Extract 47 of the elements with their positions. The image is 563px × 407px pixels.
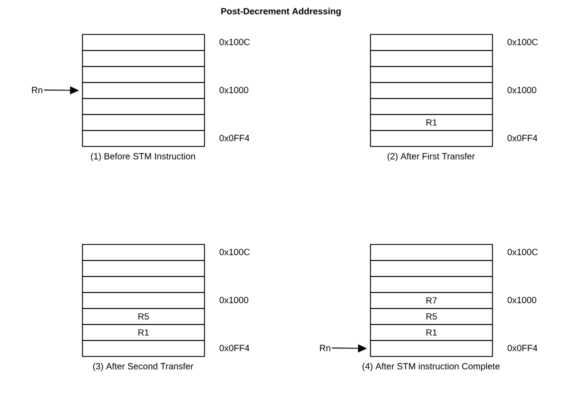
address-label: 0x0FF4 (220, 344, 250, 352)
memory-cell (370, 260, 493, 277)
memory-cell (82, 114, 205, 131)
address-label: 0x1000 (220, 86, 248, 94)
memory-cell (82, 292, 205, 309)
title: Post-Decrement Addressing (221, 8, 341, 16)
memory-cell (82, 244, 205, 261)
caption: (4) After STM instruction Complete (362, 362, 500, 372)
address-label: 0x0FF4 (220, 134, 250, 142)
memory-cell: R1 (82, 324, 205, 341)
address-label: 0x100C (220, 248, 250, 256)
memory-cell (370, 276, 493, 293)
address-label: 0x100C (508, 248, 538, 256)
memory-cell (82, 82, 205, 99)
memory-cell (82, 340, 205, 357)
address-label: 0x1000 (508, 296, 536, 304)
memory-cell (82, 260, 205, 277)
caption: (3) After Second Transfer (93, 362, 194, 372)
memory-cell (82, 34, 205, 51)
caption: (1) Before STM Instruction (91, 152, 195, 162)
caption: (2) After First Transfer (388, 152, 475, 162)
address-label: 0x0FF4 (508, 134, 538, 142)
memory-cell (370, 130, 493, 147)
memory-cell (370, 50, 493, 67)
memory-cell (82, 130, 205, 147)
address-label: 0x0FF4 (508, 344, 538, 352)
pointer-label: Rn (32, 86, 42, 94)
memory-cell: R1 (370, 324, 493, 341)
memory-cell (82, 66, 205, 83)
memory-cell: R7 (370, 292, 493, 309)
memory-cell: R1 (370, 114, 493, 131)
memory-cell (82, 50, 205, 67)
address-label: 0x1000 (508, 86, 536, 94)
memory-cell (370, 340, 493, 357)
memory-cell (370, 34, 493, 51)
pointer-label: Rn (320, 344, 330, 352)
memory-cell: R5 (82, 308, 205, 325)
address-label: 0x1000 (220, 296, 248, 304)
memory-cell (82, 276, 205, 293)
memory-cell (370, 244, 493, 261)
address-label: 0x100C (220, 38, 250, 46)
memory-cell (82, 98, 205, 115)
memory-cell (370, 98, 493, 115)
memory-cell: R5 (370, 308, 493, 325)
memory-cell (370, 66, 493, 83)
memory-cell (370, 82, 493, 99)
address-label: 0x100C (508, 38, 538, 46)
